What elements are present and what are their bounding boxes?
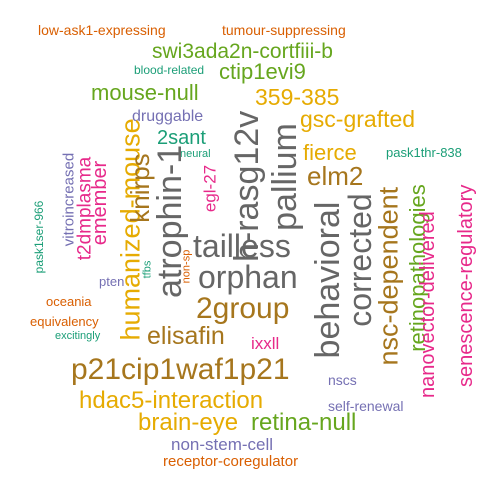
word-ixxll: ixxll [251,334,280,353]
word-pallium: pallium [266,123,304,231]
word-nscs: nscs [328,372,357,388]
word-self-renewal: self-renewal [328,398,404,414]
word-non-sp: non-sp [180,249,193,284]
word-corrected: corrected [342,193,378,327]
word-oceania: oceania [46,294,92,309]
word-behavioral: behavioral [309,201,347,359]
word-elm2: elm2 [307,161,364,191]
word-pten: pten [99,274,125,289]
word-ctip1evi9: ctip1evi9 [219,59,306,84]
word-vitroincreased: vitroincreased [60,152,78,247]
word-excitingly: excitingly [55,330,101,342]
word-2sant: 2sant [157,127,206,149]
word-mouse-null: mouse-null [91,80,199,105]
word-egl-27: egl-27 [200,164,220,213]
word-t2dmplasma: t2dmplasma [74,156,96,261]
word-gsc-grafted: gsc-grafted [300,106,416,132]
word-swi3ada2n-cortfiii-b: swi3ada2n-cortfiii-b [152,40,333,63]
word-2group: 2group [196,292,290,325]
word-brain-eye: brain-eye [138,409,239,436]
word-p21cip1waf1p21: p21cip1waf1p21 [71,353,290,386]
word-knirps: knirps [125,153,155,223]
word-senescence-regulatory: senescence-regulatory [455,184,477,387]
word-retina-null: retina-null [251,409,357,436]
word-blood-related: blood-related [134,63,205,77]
word-neural: neural [180,148,211,160]
word-pask1thr-838: pask1thr-838 [386,145,462,160]
word-pask1ser-966: pask1ser-966 [32,200,46,274]
word-equivalency: equivalency [30,314,99,329]
word-fierce: fierce [303,140,357,165]
word-tfbs: tfbs [141,260,154,279]
word-tumour-suppressing: tumour-suppressing [222,22,346,38]
word-elisafin: elisafin [147,322,225,350]
word-orphan: orphan [198,259,298,295]
word-receptor-coregulator: receptor-coregulator [163,453,299,470]
word-359-385: 359-385 [255,84,340,110]
word-nsc-dependent: nsc-dependent [373,186,404,366]
word-druggable: druggable [132,108,204,125]
word-h-rasg12v: h-rasg12v [228,110,266,262]
word-low-ask1-expressing: low-ask1-expressing [38,22,166,38]
word-non-stem-cell: non-stem-cell [171,435,274,454]
word-hdac5-interaction: hdac5-interaction [79,387,264,414]
word-tailless: tailless [193,228,291,264]
word-nanovector-delivered: nanovector-delivered [417,211,439,398]
